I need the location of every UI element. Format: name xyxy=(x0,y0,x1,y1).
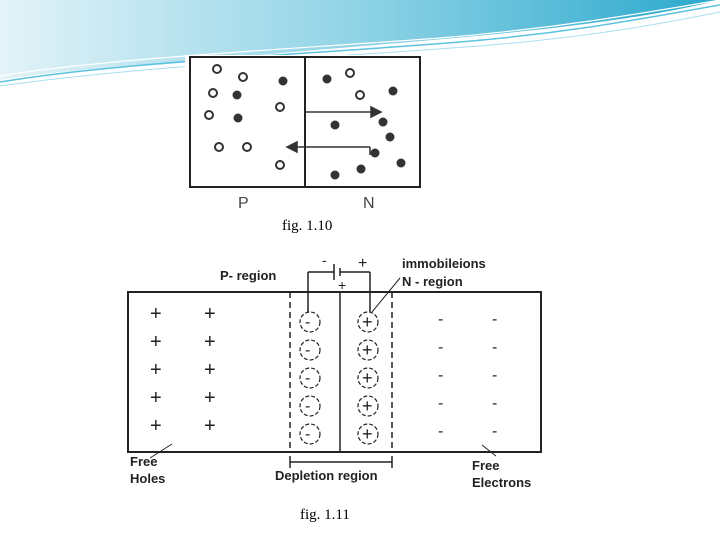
negative-ions-group xyxy=(299,311,321,445)
junction-box xyxy=(127,291,542,453)
p-region-label: P- region xyxy=(220,268,276,283)
positive-ions-group xyxy=(357,311,379,445)
symbol-mark: + xyxy=(150,331,162,353)
hole xyxy=(355,90,365,100)
electron xyxy=(233,113,243,123)
electron xyxy=(322,74,332,84)
electron xyxy=(378,117,388,127)
free-holes-label-2: Holes xyxy=(130,471,165,486)
hole xyxy=(208,88,218,98)
free-electrons-group: - - - - - - - - - - xyxy=(438,311,497,440)
hole xyxy=(212,64,222,74)
symbol-mark: + xyxy=(204,303,216,325)
symbol-mark: + xyxy=(362,424,373,444)
negative-ion-signs: - - - - - xyxy=(305,314,310,443)
free-electrons-label-1: Free xyxy=(472,458,499,473)
symbol-mark: - xyxy=(438,367,443,384)
header-wave-decoration xyxy=(0,0,720,87)
battery-symbol xyxy=(307,264,371,312)
electron xyxy=(356,164,366,174)
symbol-mark: - xyxy=(438,423,443,440)
free-holes-pointer xyxy=(149,443,173,459)
symbol-mark: - xyxy=(492,367,497,384)
electron xyxy=(385,132,395,142)
hole xyxy=(238,72,248,82)
electron xyxy=(330,170,340,180)
electron xyxy=(370,148,380,158)
symbol-mark: + xyxy=(150,303,162,325)
pn-junction-carrier-diagram: P N xyxy=(189,56,421,212)
immobile-ions-label: immobileions xyxy=(402,256,486,271)
electrons-group xyxy=(232,74,406,180)
symbol-mark: - xyxy=(492,395,497,412)
hole xyxy=(275,102,285,112)
symbol-mark: + xyxy=(204,387,216,409)
symbol-mark: - xyxy=(438,395,443,412)
arrow-left-head xyxy=(285,140,298,154)
arrow-right-head xyxy=(370,105,383,119)
electron xyxy=(396,158,406,168)
fig-1-10-caption: fig. 1.10 xyxy=(282,218,333,234)
fig-1-11-caption: fig. 1.11 xyxy=(300,507,350,523)
holes-group xyxy=(204,64,365,170)
n-side-label: N xyxy=(363,195,375,212)
positive-ion-signs: + + + + + xyxy=(362,312,373,444)
symbol-mark: - xyxy=(305,426,310,443)
symbol-mark: - xyxy=(492,311,497,328)
hole xyxy=(214,142,224,152)
n-region-label: N - region xyxy=(402,274,463,289)
electron xyxy=(278,76,288,86)
symbol-mark: + xyxy=(150,387,162,409)
symbol-mark: - xyxy=(305,314,310,331)
hole xyxy=(345,68,355,78)
immobile-ions-pointer xyxy=(371,277,401,313)
battery-plus: + xyxy=(358,255,367,272)
symbol-mark: - xyxy=(492,339,497,356)
symbol-mark: + xyxy=(150,415,162,437)
symbol-mark: - xyxy=(438,311,443,328)
symbol-mark: + xyxy=(362,396,373,416)
free-electrons-pointer xyxy=(481,444,497,457)
symbol-mark: + xyxy=(150,359,162,381)
hole xyxy=(275,160,285,170)
symbol-mark: + xyxy=(204,331,216,353)
symbol-mark: - xyxy=(305,342,310,359)
symbol-mark: + xyxy=(204,415,216,437)
free-holes-label-1: Free xyxy=(130,454,157,469)
battery-plus-small: + xyxy=(338,277,346,293)
hole xyxy=(204,110,214,120)
symbol-mark: + xyxy=(362,312,373,332)
symbol-mark: - xyxy=(305,370,310,387)
electron xyxy=(232,90,242,100)
hole xyxy=(242,142,252,152)
figure-1-10: P N xyxy=(185,55,425,215)
free-electrons-label-2: Electrons xyxy=(472,475,531,490)
symbol-mark: - xyxy=(438,339,443,356)
symbol-mark: - xyxy=(492,423,497,440)
symbol-mark: - xyxy=(305,398,310,415)
p-side-label: P xyxy=(238,195,249,212)
free-holes-group: + + + + + + + + + + xyxy=(150,303,216,437)
depletion-bracket xyxy=(289,456,393,468)
depletion-region-diagram: - + + P- region immobileions N - region … xyxy=(127,252,542,490)
figure-1-11: - + + P- region immobileions N - region … xyxy=(110,240,570,505)
symbol-mark: + xyxy=(362,340,373,360)
battery-minus: - xyxy=(322,252,327,268)
symbol-mark: + xyxy=(204,359,216,381)
electron xyxy=(388,86,398,96)
symbol-mark: + xyxy=(362,368,373,388)
depletion-region-label: Depletion region xyxy=(275,468,378,483)
electron xyxy=(330,120,340,130)
